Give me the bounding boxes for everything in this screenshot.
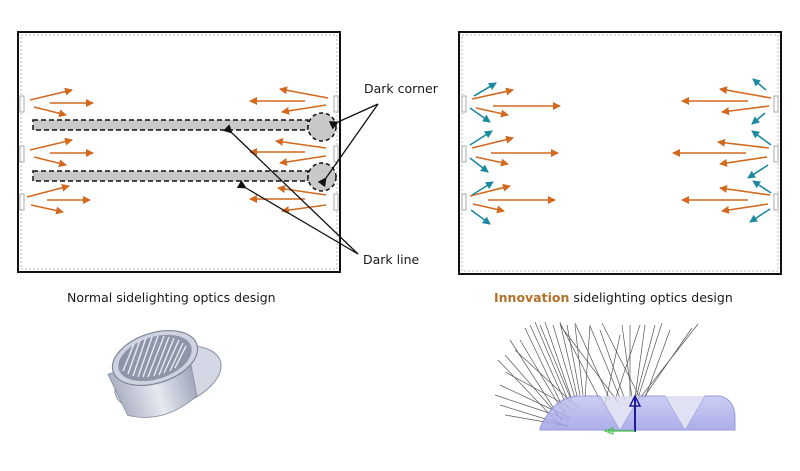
right-caption-accent: Innovation — [494, 290, 570, 305]
ray-arrow — [752, 78, 767, 91]
led-source — [333, 145, 339, 163]
ray-arrow — [751, 130, 772, 146]
right-rays-right-side-blue — [747, 78, 772, 223]
ray-arrow — [749, 208, 771, 223]
dark-corner-spot — [307, 112, 337, 142]
led-source — [333, 193, 339, 211]
ray-arrow — [721, 105, 770, 116]
right-rays-right-side-orange — [672, 86, 772, 214]
dark-line-shadow — [32, 119, 309, 131]
led-source — [461, 95, 467, 113]
ray-arrow — [29, 87, 73, 101]
ray-arrow — [470, 209, 491, 225]
ray-arrow — [719, 156, 768, 167]
led-source — [19, 145, 25, 163]
led-source — [773, 145, 779, 163]
ray-arrow — [472, 203, 505, 214]
lens-grating — [122, 335, 187, 378]
ray-arrow — [33, 156, 67, 168]
ray-arrow — [26, 183, 70, 198]
ray-arrow — [29, 137, 73, 151]
dark-corner-label: Dark corner — [364, 81, 438, 96]
ray-arrow — [751, 112, 766, 125]
ray-arrow — [469, 183, 511, 197]
led-source — [773, 193, 779, 211]
ray-arrow — [475, 107, 509, 118]
ray-arrow — [281, 104, 327, 115]
ray-arrow — [473, 82, 497, 97]
ray-arrow — [277, 185, 327, 196]
ray-arrow — [747, 164, 769, 179]
ray-arrow — [275, 138, 327, 149]
right-caption-rest: sidelighting optics design — [569, 290, 733, 305]
dark-line-shadow — [32, 170, 309, 182]
ray-arrow — [469, 157, 489, 173]
right-rays-left-side-blue — [469, 82, 497, 225]
left-rays-left-side — [26, 87, 94, 215]
optic-cup — [665, 396, 705, 430]
led-source — [19, 193, 25, 211]
pointer-dark-corner-1 — [328, 103, 379, 130]
ray-arrow — [279, 86, 329, 99]
led-source — [461, 145, 467, 163]
left-panel — [17, 31, 379, 273]
ray-arrow — [30, 204, 64, 215]
ray-arrow — [717, 138, 770, 149]
raytrace-illustration — [494, 321, 736, 435]
axis-horizontal-arrow-icon — [603, 427, 614, 435]
single-lens-illustration — [107, 330, 222, 418]
right-panel-caption: Innovation sidelighting optics design — [494, 290, 733, 305]
led-source — [333, 95, 339, 113]
ray-arrow — [471, 181, 494, 196]
ray-arrow — [475, 156, 509, 167]
ray-arrow — [281, 204, 327, 215]
right-rays-left-side-orange — [469, 87, 561, 214]
annotation-pointers — [223, 103, 379, 255]
led-source — [461, 193, 467, 211]
led-source — [19, 95, 25, 113]
ray-arrow — [469, 107, 491, 123]
ray-arrow — [719, 86, 772, 99]
pointer-dark-line-2 — [236, 180, 359, 255]
right-panel — [458, 31, 782, 275]
ray-arrow — [471, 135, 514, 149]
left-panel-caption: Normal sidelighting optics design — [67, 290, 276, 305]
ray-arrow — [33, 106, 67, 118]
ray-arrow — [721, 203, 769, 214]
ray-arrow — [752, 180, 772, 194]
axis-vertical-arrow-icon — [628, 394, 642, 407]
dark-corner-spot — [307, 162, 337, 192]
dark-line-label: Dark line — [363, 252, 420, 267]
pointer-dark-line-1 — [223, 124, 359, 255]
ray-arrow — [279, 155, 327, 166]
left-rays-right-side — [249, 86, 329, 215]
led-source — [773, 95, 779, 113]
pointer-dark-corner-2 — [317, 103, 379, 188]
ray-arrow — [471, 87, 514, 100]
ray-arrow — [469, 130, 493, 146]
ray-arrow — [719, 185, 771, 196]
